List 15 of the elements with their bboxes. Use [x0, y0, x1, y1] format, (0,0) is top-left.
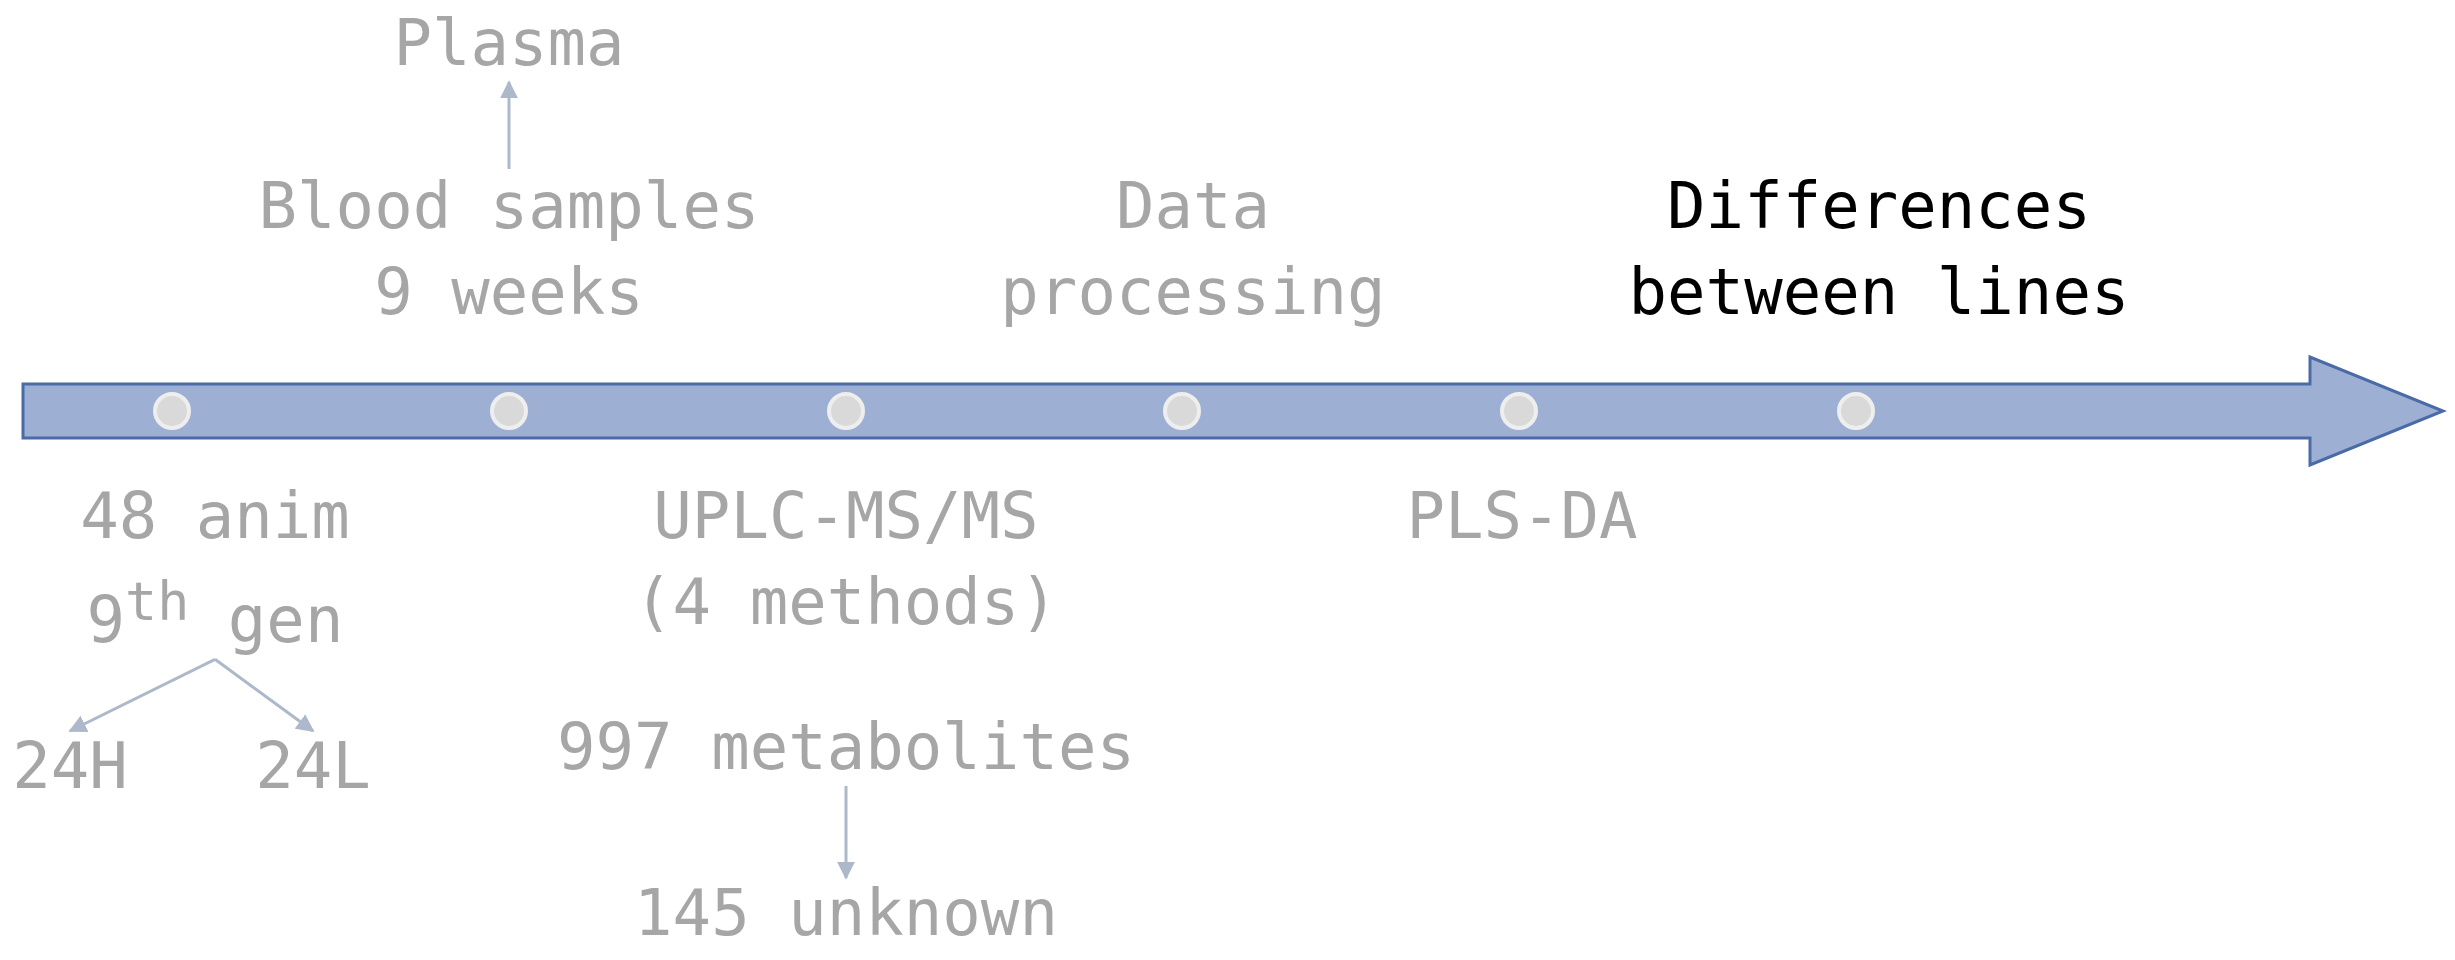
step-label: 997 metabolites: [551, 704, 1141, 790]
arrow: [214, 658, 315, 733]
step-label: Blood samples 9 weeks: [252, 163, 766, 335]
step-label: PLS-DA: [1400, 473, 1644, 559]
step-label: Plasma: [374, 0, 644, 86]
arrow: [837, 786, 855, 880]
step-label: UPLC-MS/MS (4 methods): [628, 473, 1064, 645]
arrow: [68, 658, 216, 733]
step-label: 48 anim 9$^{th}$ gen: [74, 473, 356, 664]
step-label: 145 unknown: [628, 870, 1064, 956]
step-label: Data processing: [994, 163, 1392, 335]
step-label: Differences between lines: [1622, 163, 2136, 335]
step-label: 24H: [6, 723, 134, 809]
step-label: 24L: [249, 723, 377, 809]
arrow: [500, 80, 518, 169]
